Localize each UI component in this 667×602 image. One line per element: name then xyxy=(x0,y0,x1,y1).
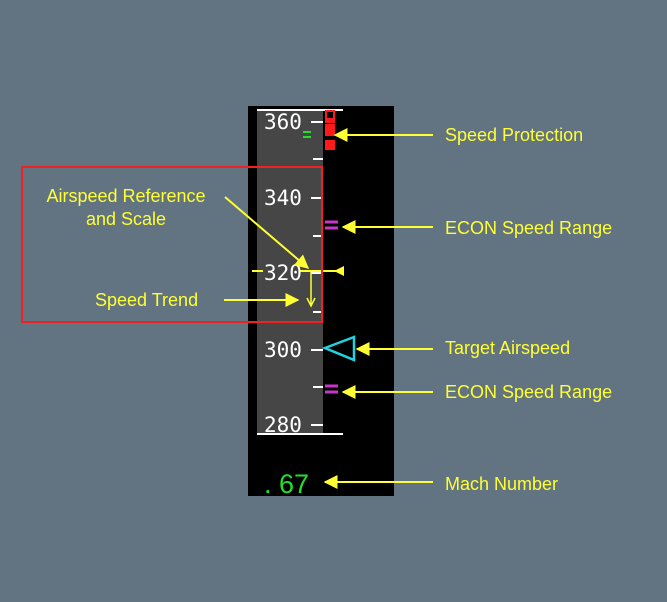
econ-range-lower-marker xyxy=(325,384,338,394)
scale-label-360: 360 xyxy=(264,110,302,134)
label-speed-protection: Speed Protection xyxy=(445,125,583,145)
callout-arrows xyxy=(224,128,433,489)
target-airspeed-triangle-icon xyxy=(321,335,356,362)
label-speed-trend: Speed Trend xyxy=(95,290,198,310)
label-econ-speed-range-lower: ECON Speed Range xyxy=(445,382,612,402)
label-target-airspeed: Target Airspeed xyxy=(445,338,570,358)
vmo-equals-marker xyxy=(303,131,311,138)
label-econ-speed-range-upper: ECON Speed Range xyxy=(445,218,612,238)
speed-protection-marker xyxy=(325,110,335,150)
scale-label-280: 280 xyxy=(264,413,302,437)
econ-range-upper-marker xyxy=(325,220,338,230)
airspeed-reference-line xyxy=(252,266,344,276)
focus-highlight-box xyxy=(21,166,323,323)
scale-label-300: 300 xyxy=(264,338,302,362)
scale-label-340: 340 xyxy=(264,186,302,210)
label-mach-number: Mach Number xyxy=(445,474,558,494)
label-airspeed-reference-line2: and Scale xyxy=(86,209,166,229)
label-airspeed-reference-line1: Airspeed Reference xyxy=(46,186,205,206)
mach-number-readout: . 67 xyxy=(264,469,309,499)
speed-trend-arrow-icon xyxy=(306,272,316,308)
scale-label-320: 320 xyxy=(264,261,302,285)
